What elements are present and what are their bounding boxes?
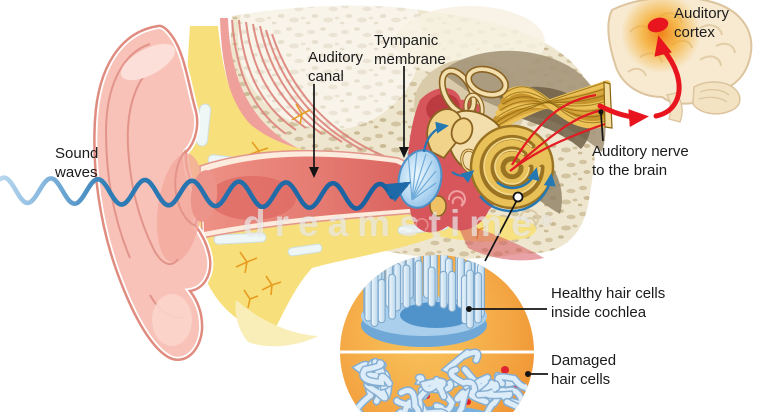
malleus bbox=[426, 108, 463, 160]
brain-illustration bbox=[607, 0, 753, 123]
sound-wave-arrow bbox=[385, 181, 412, 202]
label-damaged-hair-cells: Damaged hair cells bbox=[551, 352, 617, 388]
stock-watermark: dreamstime® bbox=[243, 203, 553, 244]
auditory-nerve-cut-end bbox=[603, 81, 613, 129]
ossicle-sound-arrows bbox=[422, 121, 475, 184]
cochlea-sound-arrows bbox=[479, 167, 556, 213]
hair-cell-inset bbox=[340, 255, 534, 412]
label-auditory-nerve: Auditory nerve to the brain bbox=[592, 143, 689, 179]
nerve-to-brain-arrow bbox=[597, 35, 682, 128]
auditory-nerve-pointer bbox=[600, 113, 604, 142]
sound-wave bbox=[0, 175, 412, 211]
incus bbox=[450, 117, 474, 145]
auditory-cortex-spot bbox=[647, 17, 669, 33]
label-sound-waves: Sound waves bbox=[55, 145, 99, 181]
nerve-signal-fibres bbox=[509, 93, 606, 172]
label-auditory-cortex: Auditory cortex bbox=[674, 5, 730, 41]
label-tympanic-membrane: Tympanic membrane bbox=[374, 32, 446, 68]
label-auditory-canal: Auditory canal bbox=[308, 49, 364, 85]
pointer-lines bbox=[309, 66, 604, 375]
inset-connector bbox=[484, 199, 518, 262]
pointer-dots bbox=[466, 109, 604, 377]
cochlea bbox=[469, 124, 556, 213]
healthy-hair-cells-illustration bbox=[361, 255, 487, 347]
label-healthy-hair-cells: Healthy hair cells inside cochlea bbox=[551, 285, 666, 321]
